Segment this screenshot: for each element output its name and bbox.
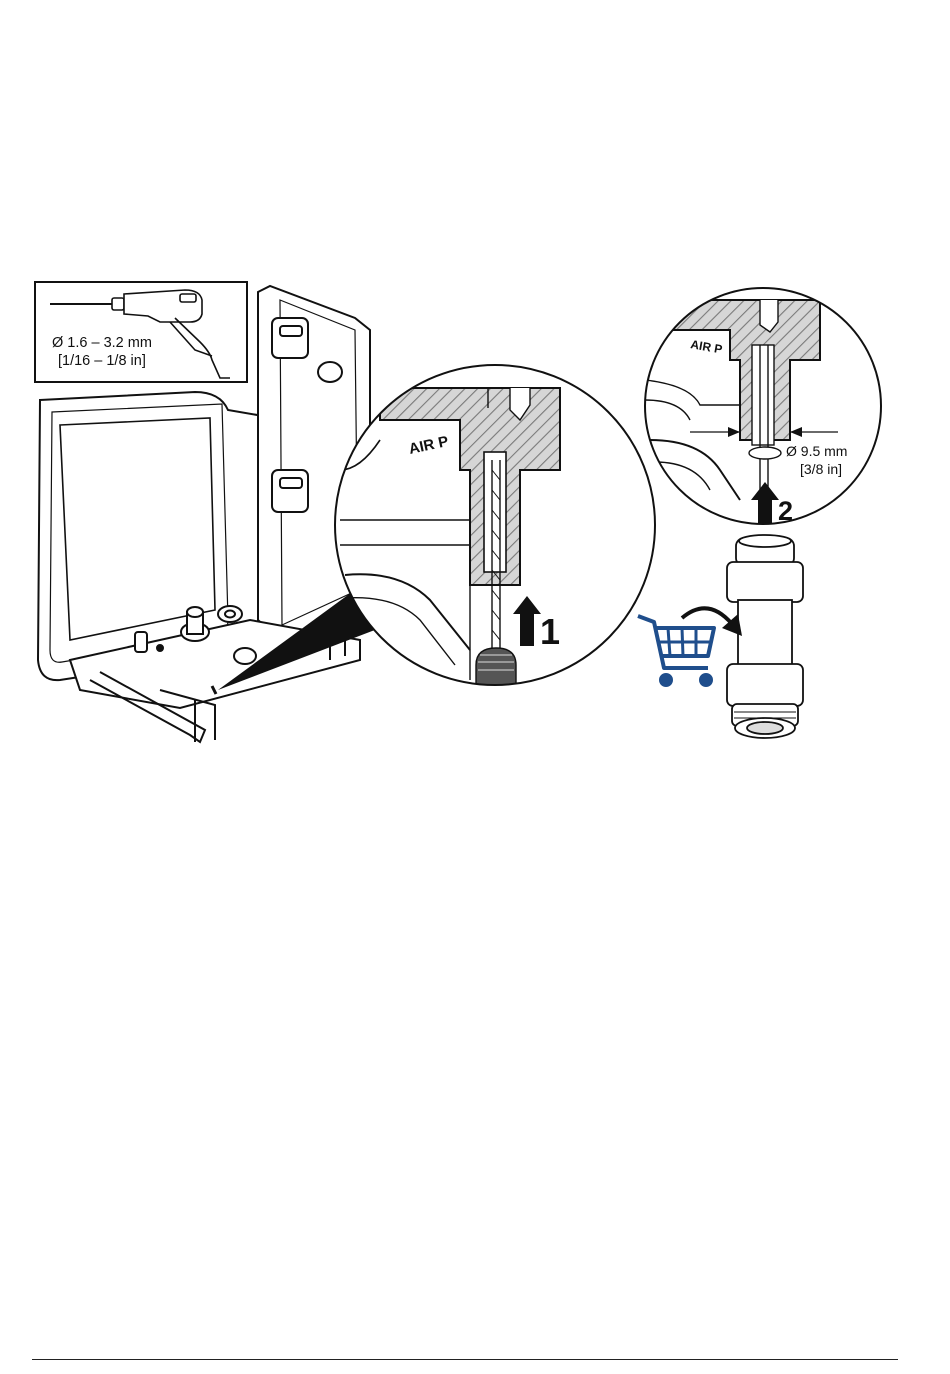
detail-circle-2: Ø 9.5 mm [3/8 in] AIR P 2 [645,288,881,530]
fitting-size-metric: Ø 9.5 mm [786,443,847,459]
step-2-label: 2 [778,496,793,526]
footer-rule [32,1359,898,1360]
drill-size-metric: Ø 1.6 – 3.2 mm [52,335,152,351]
drill-inset: Ø 1.6 – 3.2 mm [1/16 – 1/8 in] [35,282,247,382]
push-fitting [727,535,803,738]
fitting-size-imperial: [3/8 in] [800,461,842,477]
detail-circle-1: 1 AIR P [335,365,655,690]
curved-arrow-icon [682,608,732,624]
step-1-label: 1 [540,611,560,652]
drill-size-imperial: [1/16 – 1/8 in] [58,353,146,369]
shopping-cart-icon [638,616,714,685]
